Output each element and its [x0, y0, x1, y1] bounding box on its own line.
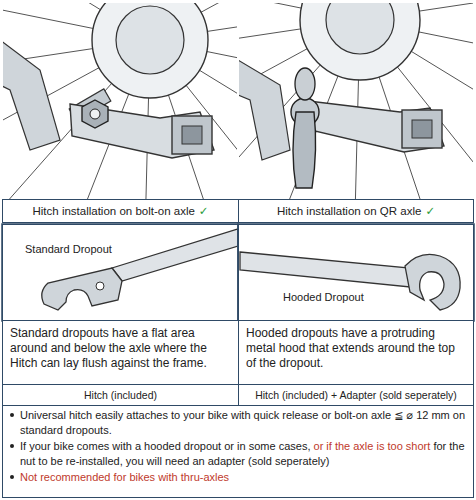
note-text: If your bike comes with a hooded dropout… [20, 440, 310, 452]
notes-panel: Universal hitch easily attaches to your … [2, 405, 474, 498]
qr-axle-drawing [239, 3, 473, 199]
cell-text: Hitch installation on bolt-on axle [32, 205, 194, 217]
cell-text: Hitch (included) + Adapter (sold seperat… [255, 389, 457, 401]
standard-dropout-drawing [42, 229, 238, 310]
cell-text: Standard Dropout [23, 243, 114, 255]
hitch-cell: Hitch (included) + Adapter (sold seperat… [238, 384, 474, 406]
dropout-cell: Hooded Dropout [238, 224, 474, 321]
note-text: Not recommended for bikes with thru-axle… [20, 471, 229, 483]
bullet-dot [10, 413, 14, 417]
hitch-cell: Hitch (included) [2, 384, 239, 406]
bolt-on-axle-drawing [3, 3, 237, 199]
bullet-item: Universal hitch easily attaches to your … [9, 408, 467, 437]
note-text: Universal hitch easily attaches to your … [20, 409, 465, 436]
note-text: or if the axle is too short [314, 440, 431, 452]
bullet-item: If your bike comes with a hooded dropout… [9, 439, 467, 468]
cell-text: Standard dropouts have a flat area aroun… [10, 326, 207, 370]
cell-text: Hitch (included) [84, 389, 157, 401]
check-mark: ✓ [425, 204, 435, 218]
bullet-dot [10, 444, 14, 448]
check-mark: ✓ [199, 204, 209, 218]
cell-text: Hitch installation on QR axle [277, 205, 421, 217]
description-cell: Standard dropouts have a flat area aroun… [2, 320, 239, 385]
caption-cell: Hitch installation on QR axle ✓ [238, 199, 474, 223]
bullet-item: Not recommended for bikes with thru-axle… [9, 470, 467, 485]
description-cell: Hooded dropouts have a protruding metal … [238, 320, 474, 385]
cell-text: Hooded Dropout [281, 291, 366, 303]
dropout-cell: Standard Dropout [2, 224, 239, 321]
hooded-dropout-drawing [240, 252, 460, 310]
cell-text: Hooded dropouts have a protruding metal … [246, 326, 455, 370]
caption-cell: Hitch installation on bolt-on axle ✓ [2, 199, 239, 223]
bullet-dot [10, 475, 14, 479]
